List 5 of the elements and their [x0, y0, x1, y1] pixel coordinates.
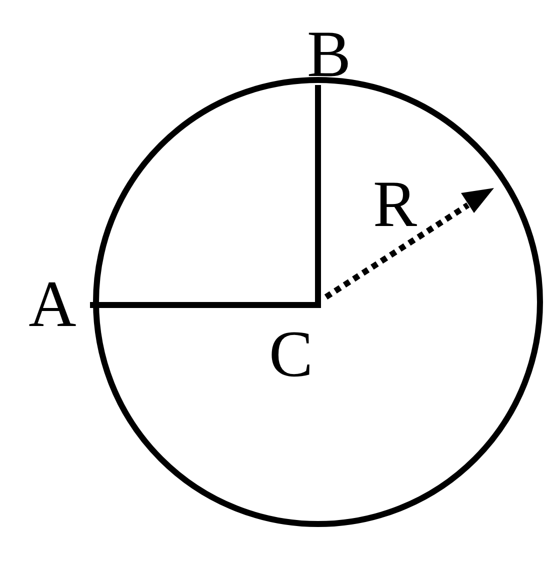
point-label: A: [12, 272, 93, 338]
point-label: C: [262, 302, 320, 388]
radius-label: R: [372, 172, 418, 238]
circle-outline: [93, 77, 543, 527]
point-label: B: [300, 14, 358, 88]
